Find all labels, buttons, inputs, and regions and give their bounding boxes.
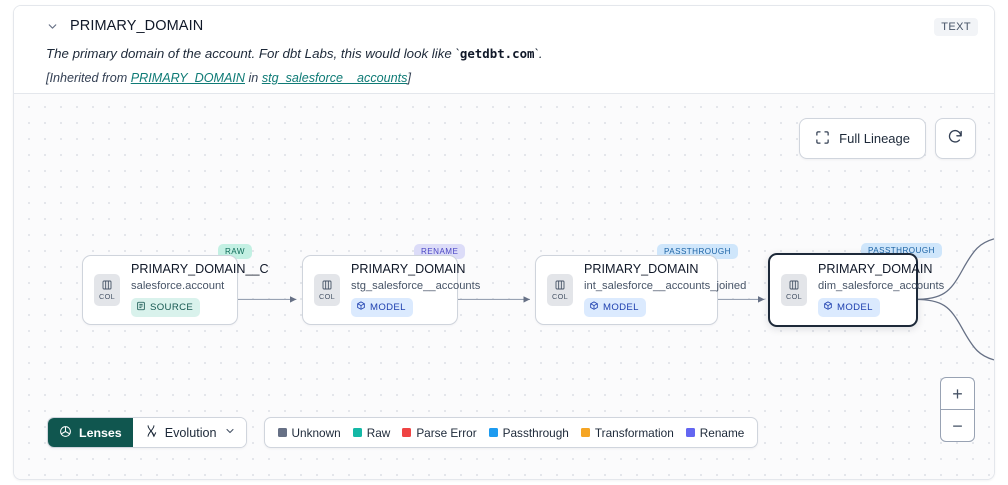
node-table-name: int_salesforce__accounts_joined <box>584 279 747 292</box>
col-chip-icon: COL <box>781 274 807 306</box>
evolution-label: Evolution <box>164 425 217 440</box>
legend-item-rename: Rename <box>685 425 745 440</box>
node-column-name: PRIMARY_DOMAIN__C <box>131 261 269 276</box>
refresh-button[interactable] <box>935 118 976 159</box>
node-table-name: stg_salesforce__accounts <box>351 279 481 292</box>
node-kind-badge: MODEL <box>351 298 413 318</box>
node-kind-badge: MODEL <box>584 298 646 318</box>
evolution-button[interactable]: Evolution <box>132 418 246 447</box>
lenses-button[interactable]: Lenses <box>48 418 133 447</box>
col-chip-label: COL <box>786 292 802 301</box>
cube-icon <box>823 301 833 314</box>
inherited-column-link[interactable]: PRIMARY_DOMAIN <box>130 70 245 85</box>
zoom-controls: + − <box>940 377 975 442</box>
description-prefix: The primary domain of the account. For d… <box>46 46 460 61</box>
lineage-legend: Unknown Raw Parse Error Passthrough Tran… <box>263 417 759 448</box>
zoom-out-button[interactable]: − <box>952 415 963 436</box>
chevron-down-icon <box>224 425 236 440</box>
col-chip-icon: COL <box>314 274 340 306</box>
full-lineage-label: Full Lineage <box>839 131 910 146</box>
legend-swatch <box>402 428 412 437</box>
col-chip-label: COL <box>552 292 568 301</box>
legend-swatch <box>277 428 287 437</box>
legend-swatch <box>580 428 590 437</box>
node-table-name: dim_salesforce_accounts <box>818 279 945 292</box>
database-icon <box>136 301 146 314</box>
node-kind-label: SOURCE <box>150 302 194 314</box>
cube-icon <box>356 301 366 314</box>
full-lineage-button[interactable]: Full Lineage <box>799 118 926 159</box>
node-column-name: PRIMARY_DOMAIN <box>584 261 699 276</box>
legend-label: Parse Error <box>416 425 477 440</box>
node-kind-label: MODEL <box>603 302 639 314</box>
col-chip-label: COL <box>99 292 115 301</box>
col-chip-icon: COL <box>547 274 573 306</box>
legend-item-raw: Raw <box>352 425 391 440</box>
chevron-down-icon[interactable] <box>44 18 60 34</box>
legend-swatch <box>685 428 695 437</box>
node-kind-badge: SOURCE <box>131 298 201 318</box>
col-chip-icon: COL <box>94 274 120 306</box>
inherit-open: [Inherited from <box>46 70 131 85</box>
description-suffix: `. <box>534 46 543 61</box>
legend-label: Passthrough <box>502 425 569 440</box>
lenses-group: Lenses Evolution <box>47 417 247 448</box>
legend-label: Unknown <box>291 425 341 440</box>
node-column-name: PRIMARY_DOMAIN <box>351 261 466 276</box>
inherited-table-link[interactable]: stg_salesforce__accounts <box>261 70 408 85</box>
column-description: The primary domain of the account. For d… <box>46 45 978 63</box>
evolution-icon <box>144 424 158 441</box>
legend-swatch <box>352 428 362 437</box>
lineage-node-1[interactable]: COL PRIMARY_DOMAIN__C salesforce.account… <box>82 255 269 325</box>
description-code: getdbt.com <box>459 46 535 61</box>
lineage-graph-canvas[interactable]: Full Lineage RAW COL PRIMARY_DOMAIN__C <box>14 93 994 479</box>
legend-label: Transformation <box>594 425 674 440</box>
node-table-name: salesforce.account <box>131 279 225 292</box>
legend-item-parse-error: Parse Error <box>402 425 477 440</box>
column-detail-panel: PRIMARY_DOMAIN TEXT The primary domain o… <box>13 5 995 480</box>
inherit-close: ] <box>407 70 411 85</box>
lineage-node-3[interactable]: COL PRIMARY_DOMAIN int_salesforce__accou… <box>535 255 747 325</box>
lineage-node-2[interactable]: COL PRIMARY_DOMAIN stg_salesforce__accou… <box>302 255 481 325</box>
legend-label: Rename <box>699 425 745 440</box>
node-kind-label: MODEL <box>837 302 873 314</box>
node-kind-label: MODEL <box>370 302 406 314</box>
page-title: PRIMARY_DOMAIN <box>70 18 204 34</box>
legend-item-passthrough: Passthrough <box>488 425 569 440</box>
node-kind-badge: MODEL <box>818 298 880 318</box>
inherit-mid: in <box>245 70 262 85</box>
refresh-icon <box>947 128 964 150</box>
zoom-divider <box>941 409 974 410</box>
cube-icon <box>589 301 599 314</box>
column-type-badge: TEXT <box>934 18 978 36</box>
legend-label: Raw <box>366 425 391 440</box>
legend-item-unknown: Unknown <box>277 425 341 440</box>
inherited-from-note: [Inherited from PRIMARY_DOMAIN in stg_sa… <box>46 71 978 85</box>
zoom-in-button[interactable]: + <box>952 383 963 404</box>
col-chip-label: COL <box>319 292 335 301</box>
graph-top-controls: Full Lineage <box>799 118 976 159</box>
node-column-name: PRIMARY_DOMAIN <box>818 261 933 276</box>
lineage-edges <box>237 238 994 361</box>
aperture-icon <box>59 425 72 441</box>
graph-bottom-bar: Lenses Evolution Unknown <box>47 417 759 448</box>
legend-item-transformation: Transformation <box>580 425 674 440</box>
lineage-node-4-selected[interactable]: COL PRIMARY_DOMAIN dim_salesforce_accoun… <box>768 253 945 327</box>
expand-icon <box>815 130 830 148</box>
lenses-label: Lenses <box>79 425 122 440</box>
legend-swatch <box>488 428 498 437</box>
panel-header: PRIMARY_DOMAIN TEXT The primary domain o… <box>14 6 994 93</box>
